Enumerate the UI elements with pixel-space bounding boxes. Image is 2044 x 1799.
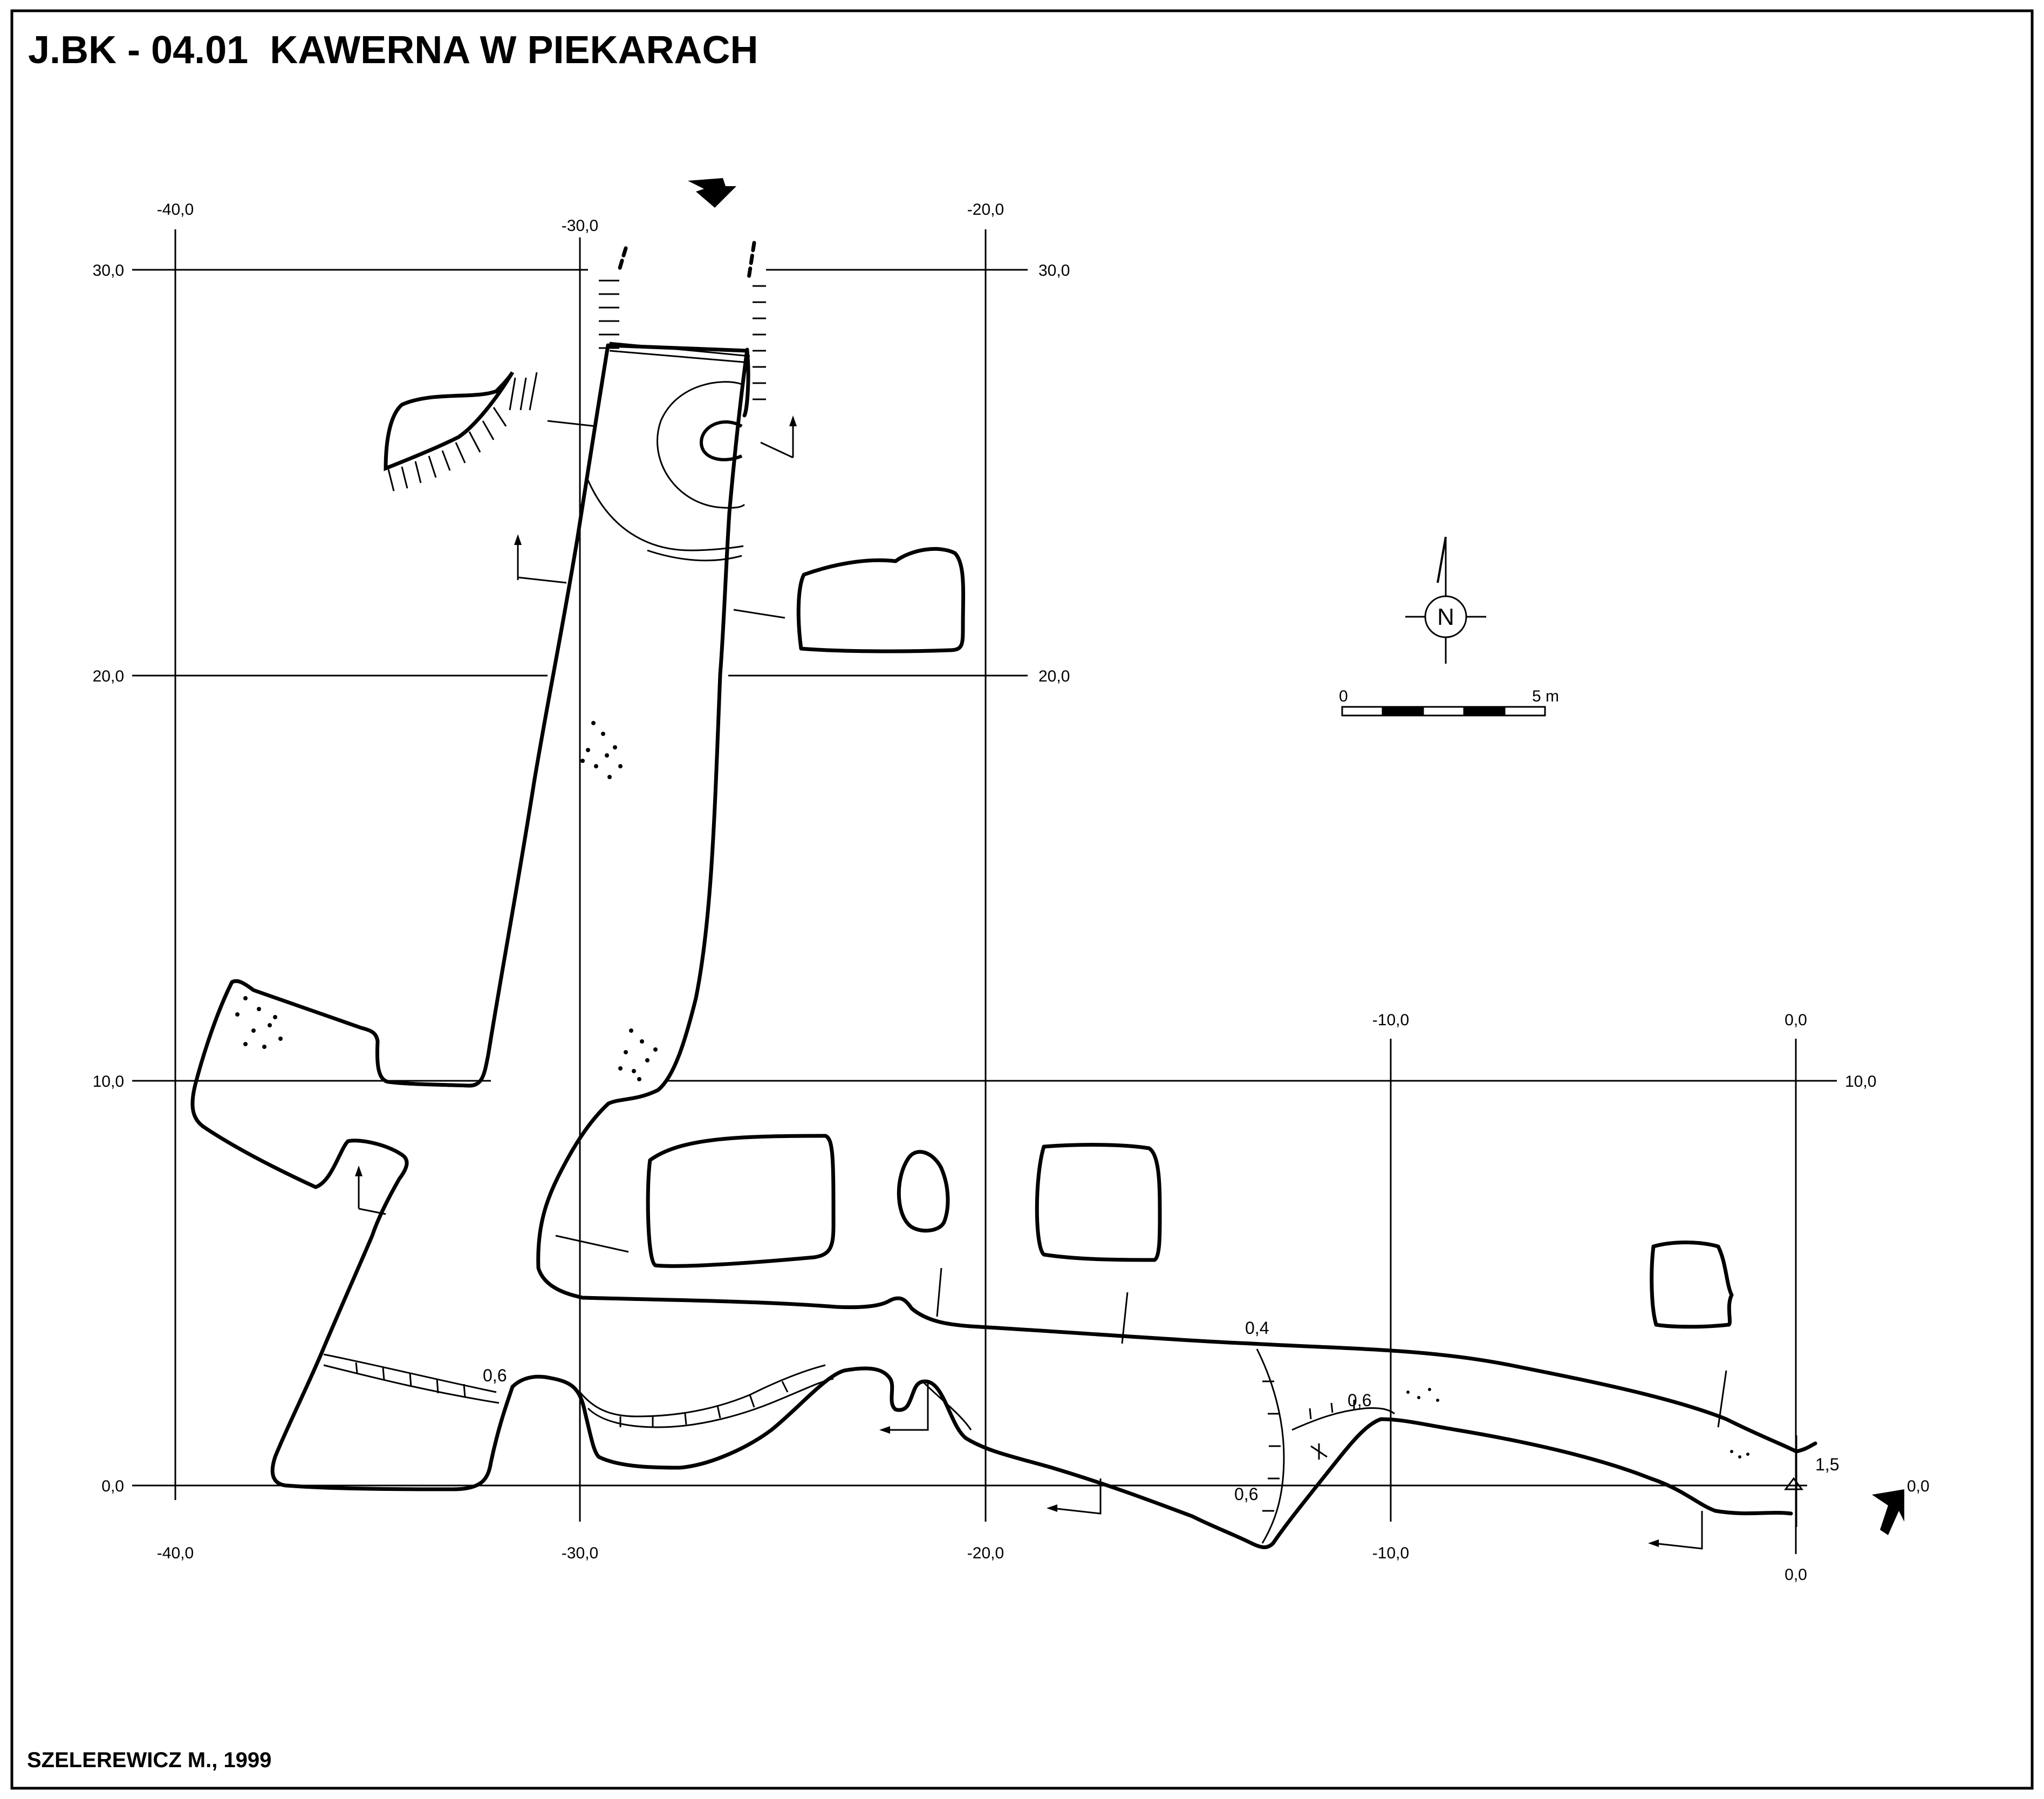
x-tick-minus30-top: -30,0 — [562, 217, 598, 235]
brick-wall-entrance — [599, 280, 766, 400]
scale-bar — [1341, 706, 1546, 717]
shaft-features — [587, 381, 746, 562]
vertical-passage-right-wall — [536, 347, 1817, 1454]
entrance-arrow-right — [1872, 1489, 1904, 1535]
x-tick-minus40-top: -40,0 — [157, 201, 194, 219]
map-title: J.BK - 04.01 KAWERNA W PIEKARACH — [28, 29, 758, 72]
scale-end-label: 5 m — [1532, 687, 1559, 705]
x-tick-zero-bottom: 0,0 — [1785, 1566, 1807, 1584]
pillar-middle-right — [1035, 1143, 1162, 1262]
y-tick-0-right: 0,0 — [1907, 1477, 1930, 1495]
pillars — [646, 547, 1734, 1329]
pillar-middle-large — [646, 1134, 836, 1268]
horizontal-passage-bottom-wall — [510, 1366, 1793, 1549]
depth-label-3: 0,6 — [1348, 1391, 1371, 1410]
y-tick-0-left: 0,0 — [101, 1477, 124, 1495]
cave-walls — [190, 241, 1817, 1549]
y-tick-30-left: 30,0 — [93, 262, 124, 280]
x-tick-minus10-top: -10,0 — [1372, 1011, 1409, 1029]
scale-start-label: 0 — [1339, 687, 1348, 705]
depth-label-2: 0,4 — [1245, 1318, 1269, 1338]
author-credit: SZELEREWICZ M., 1999 — [27, 1748, 272, 1772]
x-tick-zero-top: 0,0 — [1785, 1011, 1807, 1029]
entrance-symbols — [1310, 1435, 1803, 1527]
north-label: N — [1437, 604, 1454, 630]
debris-dots — [235, 721, 1749, 1459]
section-markers — [358, 420, 1727, 1550]
x-tick-minus30-bottom: -30,0 — [562, 1544, 598, 1562]
grid-labels: -40,0 -30,0 -20,0 -10,0 0,0 -40,0 -30,0 … — [93, 201, 1930, 1584]
vertical-passage-left-wall — [190, 343, 610, 1491]
depth-label-4: 0,6 — [1234, 1484, 1258, 1504]
north-arrow — [1405, 536, 1486, 664]
pillar-upper — [796, 547, 966, 653]
ledge-ticks — [355, 1362, 1355, 1512]
y-tick-20-left: 20,0 — [93, 667, 124, 685]
sheet-frame — [10, 9, 2034, 1790]
entrance-right-dash — [747, 241, 756, 280]
vertical-passage-cap — [606, 343, 750, 418]
entrance-arrow-top — [688, 178, 736, 208]
y-tick-20-right: 20,0 — [1038, 667, 1070, 685]
x-tick-minus10-bottom: -10,0 — [1372, 1544, 1409, 1562]
entrance-left-dash — [617, 246, 628, 272]
y-tick-30-right: 30,0 — [1038, 262, 1070, 280]
side-chamber-upper-left — [384, 371, 515, 472]
grid-lines — [132, 229, 1837, 1554]
x-tick-minus20-bottom: -20,0 — [967, 1544, 1004, 1562]
depth-label-1: 0,6 — [483, 1366, 507, 1385]
pillar-far-right — [1650, 1241, 1734, 1329]
x-tick-minus40-bottom: -40,0 — [157, 1544, 194, 1562]
side-chamber-hatch — [387, 372, 538, 492]
depth-labels: 0,6 0,4 0,6 0,6 1,5 — [483, 1318, 1839, 1504]
section-arrowheads — [355, 415, 1659, 1547]
y-tick-10-right: 10,0 — [1845, 1073, 1876, 1091]
depth-label-5: 1,5 — [1815, 1455, 1839, 1474]
y-tick-10-left: 10,0 — [93, 1073, 124, 1091]
pillar-middle-oval — [897, 1150, 950, 1233]
ledge-hatching — [323, 1348, 1395, 1544]
x-tick-minus20-top: -20,0 — [967, 201, 1004, 219]
